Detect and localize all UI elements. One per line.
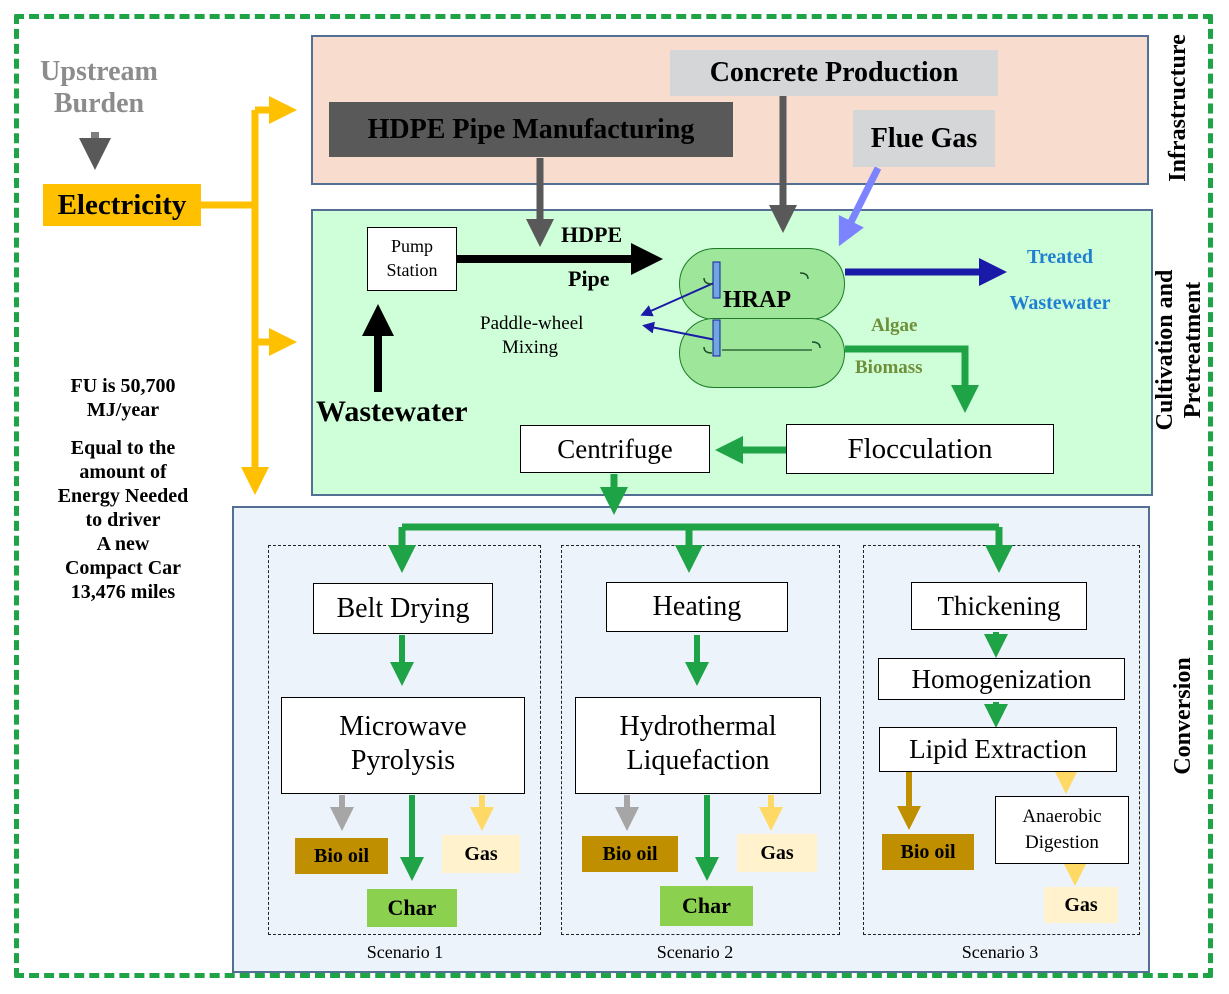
fu-line: MJ/year — [86, 399, 160, 421]
electricity-box: Electricity — [43, 184, 201, 226]
s1-char-label: Char — [387, 895, 437, 920]
belt-drying-box: Belt Drying — [313, 583, 493, 634]
paddle-wheel-label: Paddle-wheel Mixing — [480, 312, 640, 360]
s1-char-box: Char — [367, 889, 457, 927]
heating-label: Heating — [652, 591, 742, 622]
hdpe-pipe-label-top: HDPE — [561, 222, 623, 247]
s2-bio-oil-box: Bio oil — [582, 836, 678, 872]
section-label-infrastructure: Infrastructure — [1165, 34, 1191, 182]
algae-biomass-label: Algae Biomass — [855, 314, 923, 380]
upstream-line1: Upstream — [40, 56, 158, 87]
s1-bio-oil-box: Bio oil — [295, 838, 388, 874]
hdpe-pipe-label-bottom: Pipe — [568, 266, 610, 291]
electricity-label: Electricity — [57, 188, 187, 221]
homogenization-box: Homogenization — [878, 658, 1125, 700]
outer-dashed-frame — [14, 14, 1213, 978]
lipid-extraction-box: Lipid Extraction — [879, 727, 1117, 772]
hrap-label: HRAP — [723, 287, 791, 313]
belt-drying-label: Belt Drying — [336, 592, 470, 624]
s3-gas-label: Gas — [1064, 893, 1098, 916]
fu-line: Equal to the — [70, 437, 176, 459]
fu-line: Energy Needed — [57, 485, 189, 507]
flocculation-label: Flocculation — [847, 432, 993, 465]
s2-char-label: Char — [682, 893, 731, 918]
treated-wastewater-label: Treated Wastewater — [990, 245, 1130, 315]
functional-unit-text: FU is 50,700 MJ/year Equal to the amount… — [28, 374, 218, 604]
microwave-pyrolysis-box: Microwave Pyrolysis — [281, 697, 525, 794]
pump-line2: Station — [386, 260, 438, 280]
thickening-label: Thickening — [937, 590, 1061, 621]
wastewater-label: Wastewater — [316, 395, 468, 428]
section-label-cultivation: Cultivation and Pretreatment — [1152, 269, 1206, 431]
thickening-box: Thickening — [911, 582, 1087, 630]
treated-line1: Treated — [1027, 246, 1093, 268]
s2-char-box: Char — [660, 886, 753, 926]
algae-line1: Algae — [871, 315, 918, 336]
s3-gas-box: Gas — [1044, 887, 1118, 923]
fu-line: to driver — [85, 509, 161, 531]
mp-line1: Microwave — [339, 711, 467, 742]
s1-gas-label: Gas — [464, 842, 498, 865]
treated-line2: Wastewater — [1009, 292, 1111, 314]
s1-gas-box: Gas — [442, 835, 520, 873]
ad-line1: Anaerobic — [1022, 806, 1102, 827]
s2-bio-oil-label: Bio oil — [602, 842, 658, 865]
fu-line: amount of — [79, 461, 167, 483]
s3-bio-oil-label: Bio oil — [900, 840, 956, 863]
section-label-conversion: Conversion — [1170, 657, 1196, 775]
hrap-pond-top — [679, 248, 845, 320]
lipid-extraction-label: Lipid Extraction — [909, 734, 1087, 764]
s2-gas-label: Gas — [760, 841, 794, 864]
heating-box: Heating — [606, 582, 788, 632]
hrap-pond-bottom — [679, 318, 845, 388]
mp-line2: Pyrolysis — [350, 745, 456, 776]
pump-line1: Pump — [390, 236, 433, 256]
concrete-production-label: Concrete Production — [709, 57, 959, 88]
s3-bio-oil-box: Bio oil — [882, 834, 974, 870]
paddle-line2: Mixing — [502, 337, 558, 358]
flocculation-box: Flocculation — [786, 424, 1054, 474]
hdpe-manufacturing-box: HDPE Pipe Manufacturing — [329, 102, 733, 157]
upstream-burden-label: Upstream Burden — [34, 56, 164, 120]
algae-line2: Biomass — [855, 357, 923, 378]
anaerobic-digestion-box: Anaerobic Digestion — [995, 796, 1129, 864]
concrete-production-box: Concrete Production — [670, 50, 998, 96]
hydrothermal-liquefaction-box: Hydrothermal Liquefaction — [575, 697, 821, 794]
flue-gas-box: Flue Gas — [853, 110, 995, 167]
paddle-line1: Paddle-wheel — [480, 313, 584, 334]
scenario-3-label: Scenario 3 — [961, 942, 1039, 962]
scenario-2-label: Scenario 2 — [656, 942, 734, 962]
s1-bio-oil-label: Bio oil — [313, 844, 369, 867]
fu-line: Compact Car — [64, 557, 182, 579]
s2-gas-box: Gas — [737, 834, 817, 872]
fu-line: A new — [96, 533, 150, 555]
hdpe-manufacturing-label: HDPE Pipe Manufacturing — [367, 113, 695, 145]
scenario-1-label: Scenario 1 — [366, 942, 444, 962]
fu-line: FU is 50,700 — [70, 375, 176, 397]
pump-station-box: Pump Station — [367, 227, 457, 291]
centrifuge-label: Centrifuge — [557, 433, 673, 464]
flue-gas-label: Flue Gas — [870, 122, 978, 154]
upstream-line2: Burden — [53, 88, 145, 119]
htl-line1: Hydrothermal — [619, 711, 777, 742]
fu-line: 13,476 miles — [70, 581, 176, 603]
centrifuge-box: Centrifuge — [520, 425, 710, 473]
htl-line2: Liquefaction — [626, 745, 770, 776]
homogenization-label: Homogenization — [911, 663, 1092, 694]
ad-line2: Digestion — [1025, 832, 1099, 853]
